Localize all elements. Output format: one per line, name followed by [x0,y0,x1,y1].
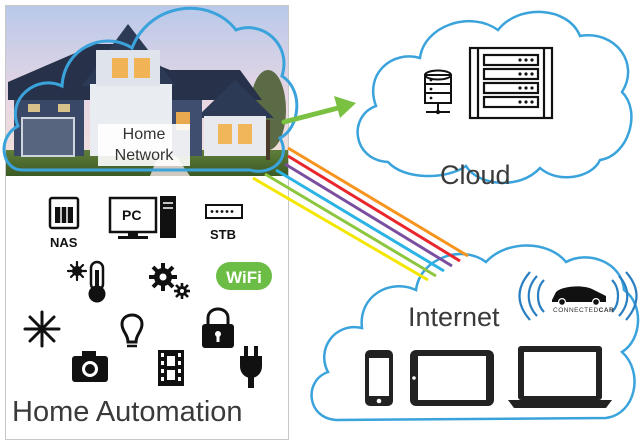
gears-icon [149,263,190,299]
lock-icon [202,307,234,348]
stb-icon [205,204,243,219]
tablet-icon [410,350,494,406]
lightbulb-icon [120,313,144,348]
connected-car-part1: CONNECTED [553,307,599,314]
wifi-icon: WiFi [216,262,272,290]
stb-label: STB [210,227,236,242]
arrow-icon [281,96,356,125]
film-icon [158,350,184,386]
home-automation-label: Home Automation [12,396,243,428]
server-rack-icon [468,46,554,120]
home-network-line2: Network [114,147,174,164]
connected-car-label: CONNECTEDCAR [553,307,615,315]
pc-label: PC [122,207,142,223]
home-network-label: Home Network [98,124,190,166]
plug-icon [240,346,262,388]
cloud-label: Cloud [440,160,511,190]
thermometer-icon [66,260,106,303]
database-icon [424,69,452,115]
snowflake-icon [23,310,61,348]
home-network-line1: Home [122,126,166,143]
connected-car-part2: CAR [598,307,615,314]
phone-icon [365,350,393,406]
wifi-label: WiFi [226,268,262,287]
nas-label: NAS [50,235,78,250]
home-network-cloud [2,6,299,173]
nas-icon [48,196,80,230]
car-icon [518,271,638,321]
camera-icon [72,351,108,382]
internet-label: Internet [408,302,500,332]
pc-icon [108,196,176,239]
laptop-icon [508,346,612,408]
connection-stripes [252,146,469,282]
